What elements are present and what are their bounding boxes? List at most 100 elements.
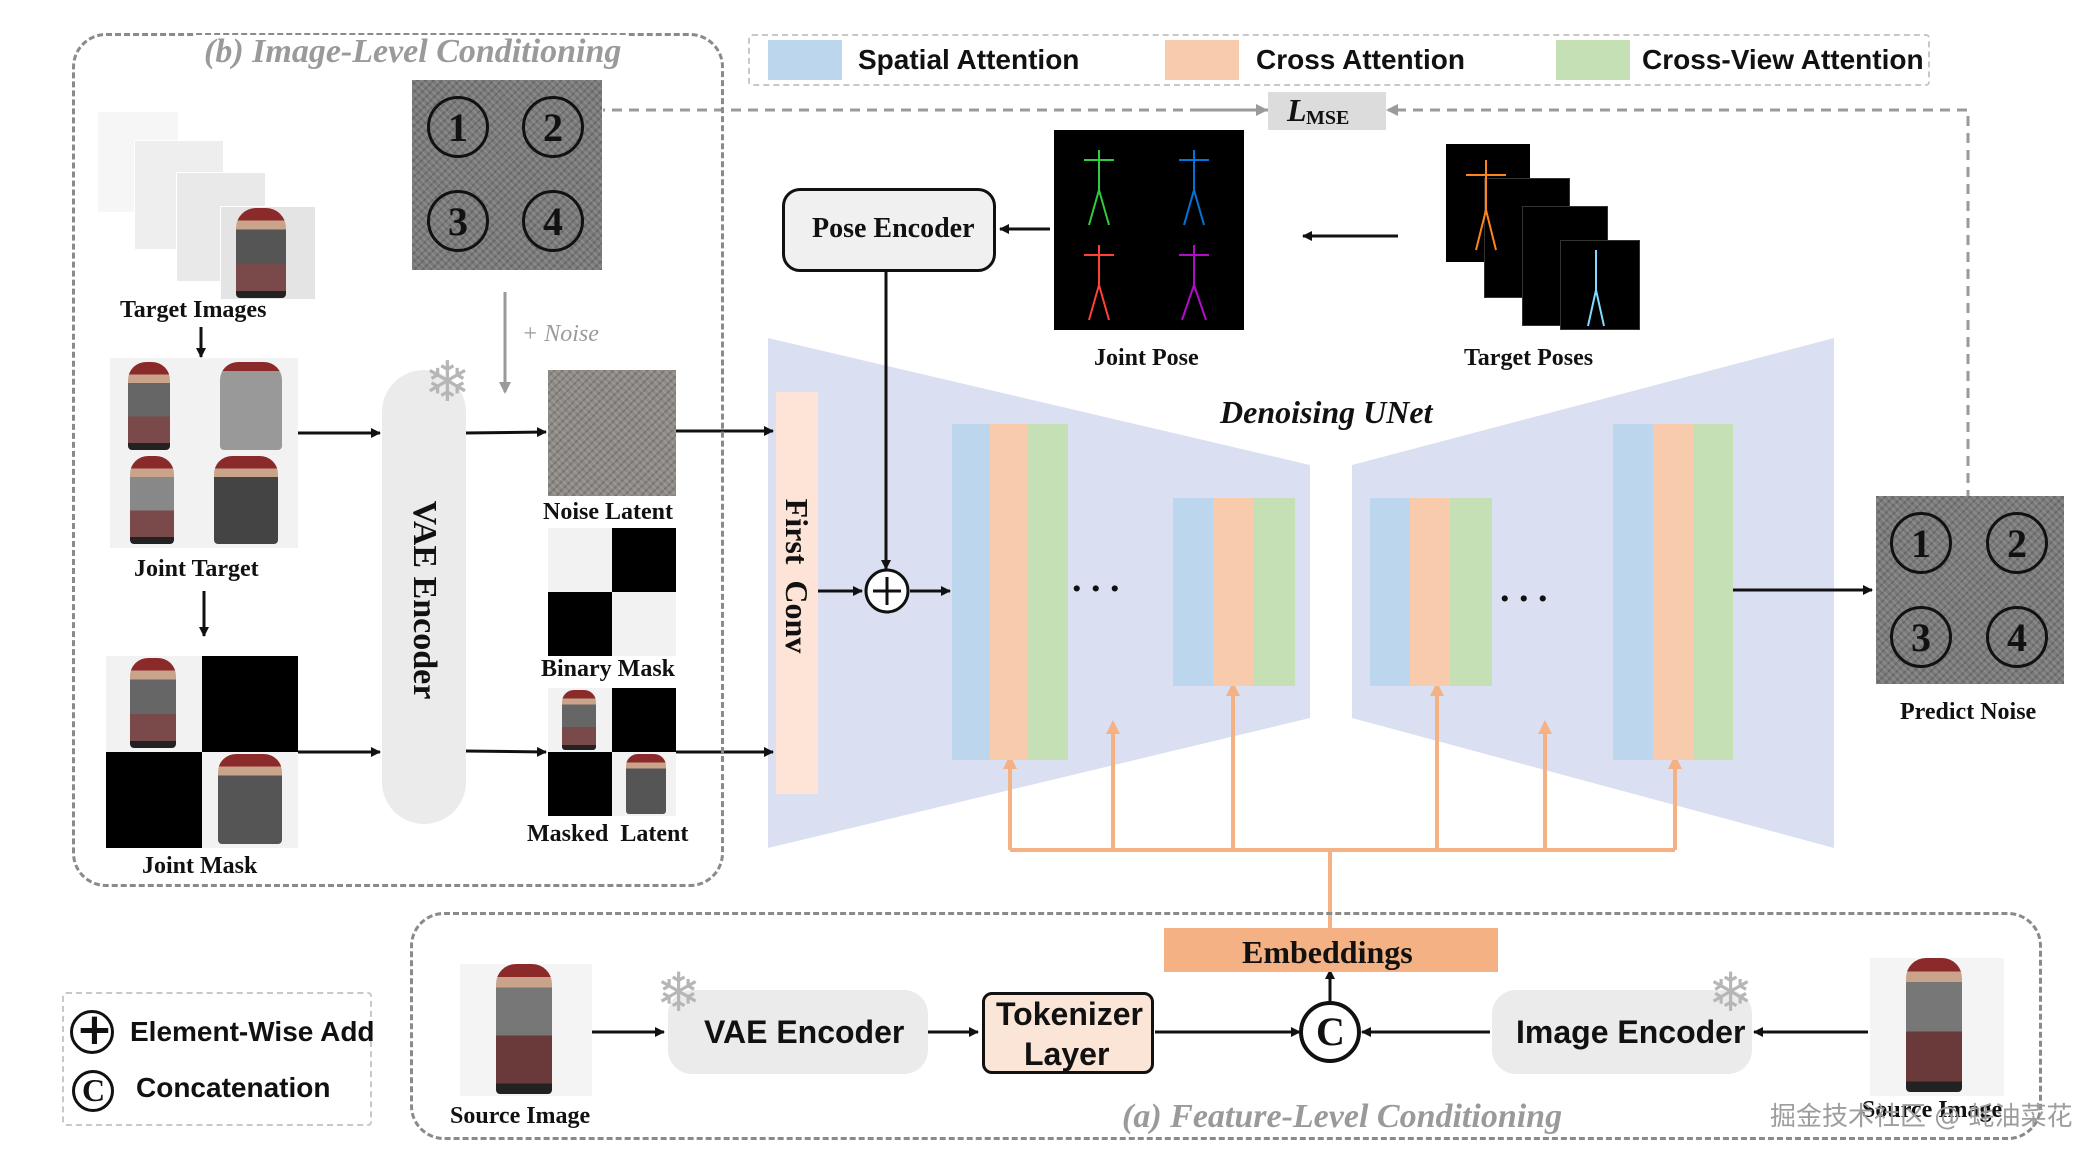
joint-target-label: Joint Target [134,556,259,582]
feature-level-region [410,912,2042,1140]
lmse-symbol: L [1287,92,1307,128]
embeddings-box [1164,928,1498,972]
image-encoder-snowflake-icon: ❄ [1708,961,1754,1024]
dec-block-1-spatial [1370,498,1410,686]
noise-latent-label: Noise Latent [543,499,673,525]
legend-add-icon [70,1010,114,1054]
legend-add-icon-glyph: + [76,1004,113,1055]
legend-concat-glyph: C [82,1072,106,1108]
joint-pose-skeleton [1084,150,1209,321]
noise-latent-image [548,370,676,496]
tokenizer-box [982,992,1154,1074]
dec-ellipsis: . . . [1500,568,1548,610]
embeddings-label: Embeddings [1242,934,1413,970]
masked-latent-tile-2 [612,688,676,752]
binary-mask-tile-3 [548,592,612,656]
dec-block-2-crossview [1693,424,1733,760]
enc-block-2-cross [1213,498,1253,686]
binary-mask-label: Binary Mask [541,656,676,682]
enc-block-2-spatial [1173,498,1213,686]
pose-encoder-label: Pose Encoder [812,213,975,244]
dec-block-2-spatial [1613,424,1653,760]
embedding-feed-lines [1010,848,1675,930]
watermark: 掘金技术社区 @ 蚝油菜花 [1770,1102,2073,1132]
first-conv-label: First Conv [779,498,815,654]
feature-level-title: (a) Feature-Level Conditioning [1116,1100,1569,1134]
joint-mask-tile-2 [202,656,298,752]
noise-quad-3: 3 [427,190,489,252]
lmse-subscript: MSE [1306,107,1350,129]
target-pose-skeleton [1466,160,1605,327]
legend-crossview-swatch [1556,40,1630,80]
target-images-label: Target Images [120,297,267,323]
target-poses-label: Target Poses [1464,345,1594,371]
vae-horizontal-snowflake-icon: ❄ [656,961,702,1024]
joint-pose-image [1054,130,1244,330]
legend-cross-label: Cross Attention [1256,44,1465,75]
tokenizer-label-1: Tokenizer [996,996,1143,1032]
legend-add-label: Element-Wise Add [130,1016,375,1047]
image-encoder-box [1492,990,1752,1074]
unet-title: Denoising UNet [1220,394,1433,430]
masked-latent-tile-3 [548,752,612,816]
predict-quad-2: 2 [1986,512,2048,574]
pose-encoder-box [782,188,996,272]
tokenizer-label-2: Layer [1024,1036,1110,1072]
source-image-right-label: Source Image [1862,1097,2003,1123]
dec-block-1-crossview [1450,498,1492,686]
legend-concat-icon [72,1070,114,1112]
legend-attention-box [748,34,1930,86]
binary-mask-tile-1 [548,528,612,592]
masked-latent-label: Masked Latent [527,821,689,847]
image-encoder-label: Image Encoder [1516,1014,1746,1050]
legend-spatial-swatch [768,40,842,80]
source-image-left-label: Source Image [450,1103,591,1129]
person-figure [236,208,286,298]
noise-label: + Noise [522,321,599,347]
joint-mask-person-1 [130,658,176,748]
arrow-vae-to-masked-latent [464,746,547,757]
vae-encoder-vertical-label: VAE Encoder [406,500,443,700]
masked-latent-person-1 [562,690,596,750]
source-image-right-person [1906,958,1962,1092]
first-conv-box [776,392,818,794]
source-image-left-person [496,964,552,1094]
enc-block-1-cross [990,424,1028,760]
joint-mask-tile-3 [106,752,202,848]
predict-noise-label: Predict Noise [1900,699,2037,725]
noise-quad-4: 4 [522,190,584,252]
joint-mask-label: Joint Mask [142,853,258,879]
dec-block-1-cross [1410,498,1450,686]
joint-mask-person-2 [218,754,282,844]
joint-target-person-2 [220,362,282,450]
concat-symbol-letter: C [1316,1009,1345,1054]
joint-target-person-1 [128,362,170,450]
legend-concat-label: Concatenation [136,1072,331,1103]
target-pose-4 [1560,240,1640,330]
legend-crossview-label: Cross-View Attention [1642,44,1924,75]
vae-encoder-horizontal-label: VAE Encoder [704,1014,905,1050]
legend-cross-swatch [1165,40,1239,80]
enc-block-1-crossview [1028,424,1068,760]
binary-mask-tile-4 [612,592,676,656]
joint-pose-label: Joint Pose [1094,345,1199,371]
image-level-region [72,33,724,887]
noise-quad-1: 1 [427,96,489,158]
legend-spatial-label: Spatial Attention [858,44,1080,75]
masked-latent-person-2 [626,754,666,814]
lmse-box [1268,92,1386,130]
joint-target-person-4 [214,456,278,544]
legend-symbols-box [62,992,372,1126]
vae-frozen-snowflake-icon: ❄ [424,350,471,415]
enc-block-1-spatial [952,424,990,760]
arrow-vae-to-noise-latent [464,427,547,438]
image-level-title: (b) Image-Level Conditioning [196,35,630,69]
predict-quad-1: 1 [1890,512,1952,574]
predict-quad-4: 4 [1986,606,2048,668]
concat-symbol-circle [1299,1001,1361,1063]
predict-quad-3: 3 [1890,606,1952,668]
binary-mask-tile-2 [612,528,676,592]
vae-encoder-vertical [382,370,466,824]
enc-ellipsis: . . . [1072,558,1120,600]
